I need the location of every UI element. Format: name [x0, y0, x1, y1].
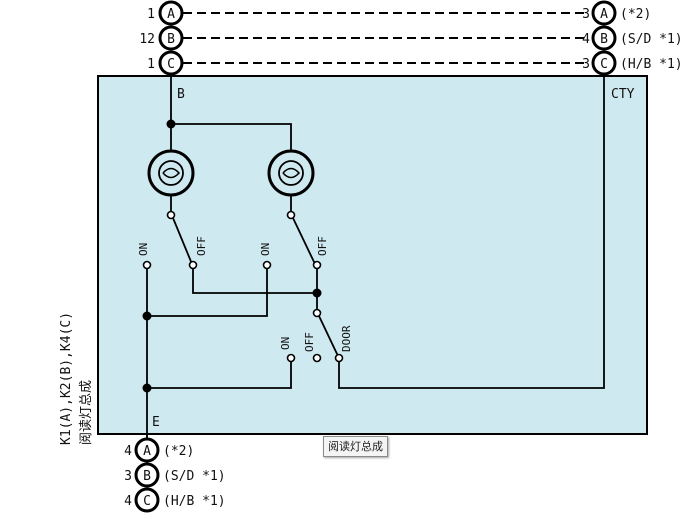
bottom-connector-b: 3 B (S/D *1)	[124, 462, 226, 488]
sw2-on-label: ON	[259, 243, 272, 256]
bottom-connector-c: 4 C (H/B *1)	[124, 487, 226, 513]
connector-note: (*2)	[163, 444, 194, 459]
connector-letter: A	[143, 444, 151, 459]
side-label-codes: K1(A),K2(B),K4(C)	[59, 312, 74, 445]
bottom-connector-a: 4 A (*2)	[124, 437, 194, 463]
pin-number: 4	[582, 32, 590, 47]
lamp-2	[267, 149, 315, 197]
top-dashed-links	[183, 12, 588, 64]
connector-letter: A	[600, 7, 608, 22]
door-door-label: DOOR	[340, 325, 353, 352]
reading-lamp-assembly-box	[97, 75, 648, 435]
sw2-off-label: OFF	[316, 236, 329, 256]
connector-note: (*2)	[620, 7, 651, 22]
connector-note: (H/B *1)	[163, 494, 226, 509]
connector-note: (H/B *1)	[620, 57, 683, 72]
connector-letter: C	[167, 57, 175, 72]
sw1-on-label: ON	[137, 243, 150, 256]
junction-dots	[142, 119, 322, 393]
connector-letter: B	[600, 32, 608, 47]
top-connector-c: 1 C 3 C (H/B *1)	[147, 50, 683, 76]
top-connector-a: 1 A 3 A (*2)	[147, 0, 651, 26]
pin-number: 1	[147, 57, 155, 72]
connector-note: (S/D *1)	[163, 469, 226, 484]
switch-contacts	[142, 210, 344, 363]
connector-letter: C	[600, 57, 608, 72]
pin-number: 3	[124, 469, 132, 484]
box-label-e: E	[152, 415, 160, 430]
pin-number: 12	[139, 32, 155, 47]
box-label-b: B	[177, 87, 185, 102]
box-label-cty: CTY	[611, 87, 635, 102]
connector-note: (S/D *1)	[620, 32, 683, 47]
connector-letter: B	[167, 32, 175, 47]
pin-number: 3	[582, 57, 590, 72]
lamp-1	[147, 149, 195, 197]
pin-number: 3	[582, 7, 590, 22]
door-off-label: OFF	[303, 332, 316, 352]
connector-letter: C	[143, 494, 151, 509]
pin-number: 4	[124, 494, 132, 509]
connector-letter: A	[167, 7, 175, 22]
sw1-off-label: OFF	[195, 236, 208, 256]
pin-number: 4	[124, 444, 132, 459]
pin-number: 1	[147, 7, 155, 22]
door-on-label: ON	[279, 337, 292, 350]
side-label-name: 阅读灯总成	[79, 380, 94, 445]
component-tooltip: 阅读灯总成	[323, 436, 388, 457]
top-connector-b: 12 B 4 B (S/D *1)	[139, 25, 683, 51]
connector-letter: B	[143, 469, 151, 484]
